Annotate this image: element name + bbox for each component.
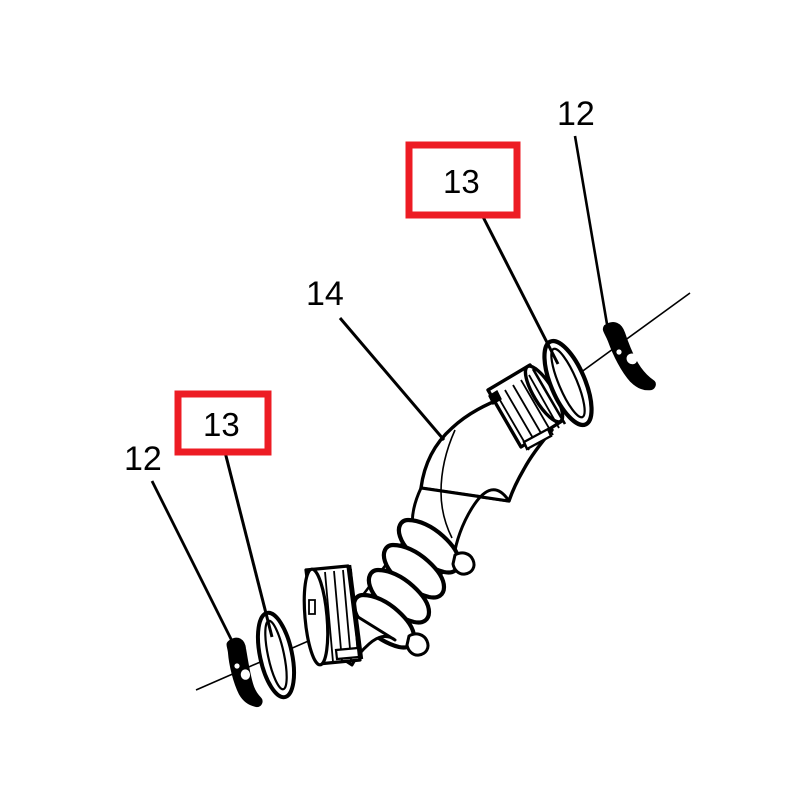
bellows-rib-1 <box>396 517 462 575</box>
leader-lines-group <box>150 135 610 646</box>
part-14-air-intake-duct <box>302 363 567 667</box>
bellows-rib-3 <box>366 567 432 625</box>
upper-cuff-lip-inner <box>531 368 567 425</box>
part-12-retaining-clip-lower <box>226 637 263 708</box>
upper-cuff-shoulder-detail <box>488 389 502 406</box>
highlight-boxes-group <box>174 141 521 456</box>
lower-cuff-mouth <box>302 567 330 667</box>
lower-cuff-tab <box>334 646 361 661</box>
bellows-rib-2 <box>381 542 447 600</box>
clip-upper-pin-hole <box>616 349 622 355</box>
part-13-o-ring-lower <box>255 610 297 700</box>
duct-upper-cuff <box>486 363 567 451</box>
callout-labels-group: 12 13 14 13 12 <box>124 95 595 478</box>
o-ring-upper-inner <box>550 347 586 419</box>
highlight-box-13-bottom[interactable] <box>174 390 272 456</box>
lower-cuff-lip-inner <box>348 564 364 660</box>
leader-line-13-top <box>476 206 560 365</box>
leader-line-12-top <box>573 135 610 331</box>
leader-line-12-bottom <box>150 480 236 646</box>
leader-line-13-bottom <box>223 451 274 638</box>
bellows-boss-lower <box>405 632 430 657</box>
callout-label-14: 14 <box>306 275 344 313</box>
clip-upper-notch <box>626 353 638 365</box>
clip-lower-notch <box>240 669 250 680</box>
duct-bellows-section <box>348 517 476 657</box>
clip-lower-pin-hole <box>234 663 240 669</box>
callout-label-12-top: 12 <box>557 95 595 133</box>
o-ring-lower-outer <box>255 610 297 700</box>
callout-label-13-top: 13 <box>443 163 480 200</box>
leader-line-14 <box>338 317 446 441</box>
duct-elbow-crease <box>440 429 456 539</box>
bellows-boss-upper <box>451 551 476 576</box>
lower-cuff-keyway <box>308 599 316 615</box>
upper-cuff-tab <box>522 427 553 451</box>
duct-lower-cuff <box>302 564 364 667</box>
callout-label-12-bottom: 12 <box>124 440 162 478</box>
highlight-box-13-top[interactable] <box>405 141 521 219</box>
callout-label-13-bottom: 13 <box>203 406 240 443</box>
part-12-retaining-clip-upper <box>602 322 656 391</box>
